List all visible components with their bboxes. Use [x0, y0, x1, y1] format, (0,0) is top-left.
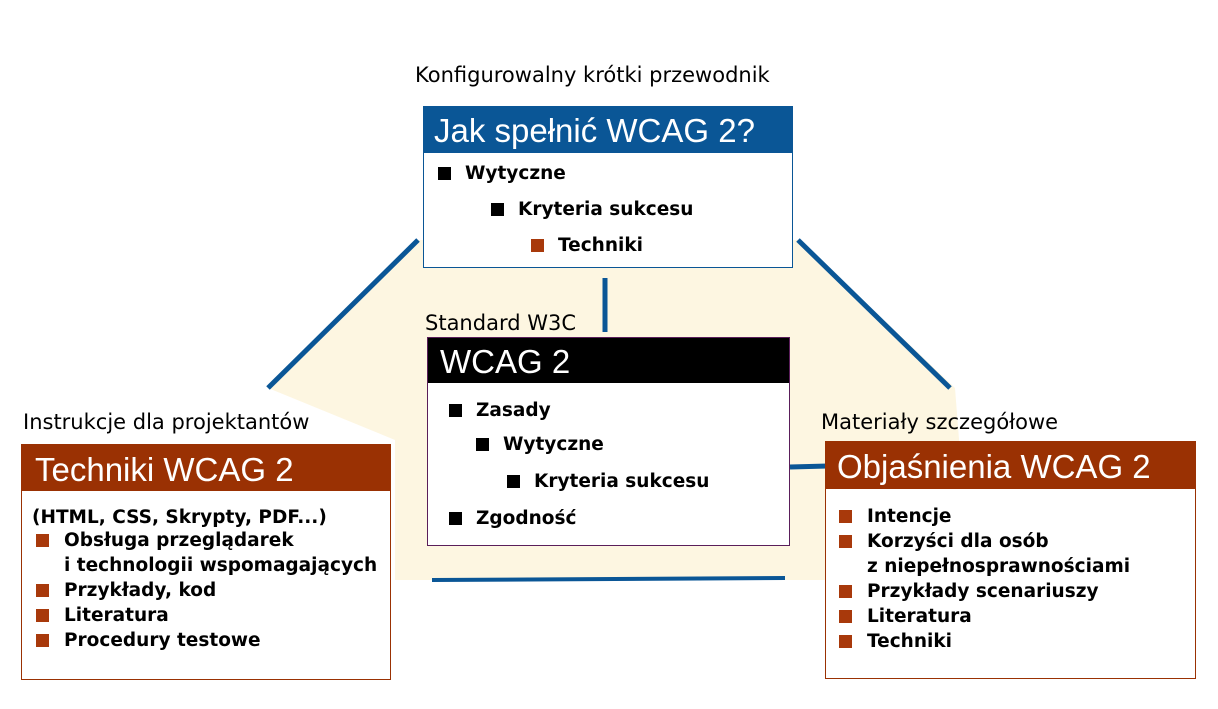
- bullet-square-icon: [839, 510, 852, 523]
- quick-reference-title: Jak spełnić WCAG 2?: [424, 107, 792, 153]
- techniques-item-label-line2: i technologii wspomagających: [64, 555, 378, 576]
- bullet-square-icon: [36, 584, 49, 597]
- connector-top-left: [266, 238, 420, 390]
- bullet-square-icon: [507, 475, 520, 488]
- top-item-label: Techniki: [558, 235, 644, 256]
- wcag-standard-title: WCAG 2: [428, 338, 789, 383]
- top-item-guidelines: Wytyczne: [438, 163, 566, 184]
- understanding-item-label: Intencje: [867, 506, 952, 527]
- center-item-label: Wytyczne: [503, 434, 604, 455]
- bullet-square-icon: [839, 535, 852, 548]
- connector-center-right: [789, 463, 829, 470]
- center-item-label: Zgodność: [476, 508, 577, 529]
- bullet-square-icon: [476, 438, 489, 451]
- understanding-title: Objaśnienia WCAG 2: [826, 442, 1195, 489]
- bullet-square-icon: [36, 534, 49, 547]
- bullet-square-icon: [839, 610, 852, 623]
- center-caption: Standard W3C: [425, 311, 576, 335]
- techniques-intro-text: (HTML, CSS, Skrypty, PDF...): [32, 507, 327, 528]
- top-caption: Konfigurowalny krótki przewodnik: [415, 63, 770, 87]
- understanding-box: Objaśnienia WCAG 2: [825, 441, 1196, 679]
- quick-reference-box: Jak spełnić WCAG 2?: [423, 106, 793, 268]
- center-item-guidelines: Wytyczne: [476, 434, 604, 455]
- right-caption: Materiały szczegółowe: [821, 410, 1059, 434]
- top-item-label: Wytyczne: [465, 163, 566, 184]
- connector-top-right: [796, 238, 952, 390]
- bullet-square-icon: [839, 585, 852, 598]
- techniques-intro: (HTML, CSS, Skrypty, PDF...): [32, 505, 327, 530]
- left-caption: Instrukcje dla projektantów: [23, 410, 310, 434]
- techniques-item-label: Przykłady, kod: [64, 580, 217, 601]
- top-item-techniques: Techniki: [531, 235, 643, 256]
- understanding-item-label: Literatura: [867, 606, 972, 627]
- techniques-title: Techniki WCAG 2: [22, 445, 390, 491]
- center-item-principles: Zasady: [449, 400, 551, 421]
- center-item-success-criteria: Kryteria sukcesu: [507, 471, 709, 492]
- bullet-square-icon: [449, 404, 462, 417]
- techniques-box: Techniki WCAG 2: [21, 444, 391, 680]
- top-item-label: Kryteria sukcesu: [518, 199, 694, 220]
- techniques-item-label: Obsługa przeglądarek: [64, 530, 294, 551]
- center-item-label: Kryteria sukcesu: [534, 471, 710, 492]
- bullet-square-icon: [839, 635, 852, 648]
- bullet-square-icon: [36, 634, 49, 647]
- bullet-square-icon: [449, 512, 462, 525]
- top-item-success-criteria: Kryteria sukcesu: [491, 199, 693, 220]
- understanding-item-label-line2: z niepełnosprawnościami: [867, 556, 1131, 577]
- understanding-item-label: Techniki: [867, 631, 953, 652]
- bullet-square-icon: [438, 167, 451, 180]
- bullet-square-icon: [491, 203, 504, 216]
- understanding-item-label: Przykłady scenariuszy: [867, 581, 1099, 602]
- techniques-item-label: Procedury testowe: [64, 630, 261, 651]
- center-item-conformance: Zgodność: [449, 508, 576, 529]
- bullet-square-icon: [531, 239, 544, 252]
- understanding-item-label: Korzyści dla osób: [867, 531, 1049, 552]
- connector-bottom: [431, 576, 786, 582]
- center-item-label: Zasady: [476, 400, 551, 421]
- bullet-square-icon: [36, 609, 49, 622]
- techniques-item-label: Literatura: [64, 605, 169, 626]
